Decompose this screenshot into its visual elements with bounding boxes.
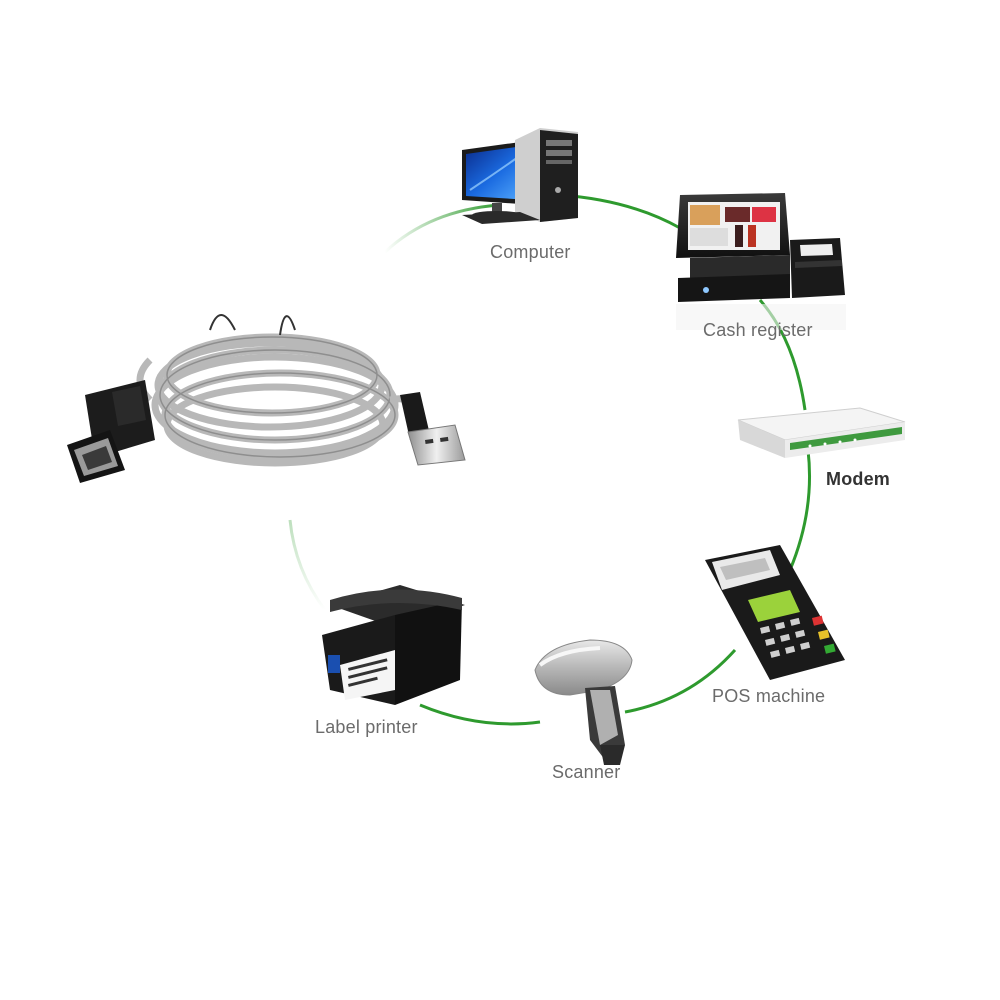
label-printer-label: Label printer xyxy=(315,717,418,737)
pos-machine-label: POS machine xyxy=(712,686,826,706)
modem-label: Modem xyxy=(826,469,890,489)
computer-icon xyxy=(462,128,578,224)
cash-register-label: Cash register xyxy=(703,320,813,340)
modem-icon xyxy=(737,407,906,458)
scanner-label: Scanner xyxy=(552,762,621,782)
usb-extension-cable-icon xyxy=(67,314,466,483)
pos-machine-icon xyxy=(705,545,845,680)
cash-register-icon xyxy=(676,193,846,330)
computer-label: Computer xyxy=(490,242,571,262)
label-printer-icon xyxy=(322,585,465,705)
barcode-scanner-icon xyxy=(534,639,633,765)
